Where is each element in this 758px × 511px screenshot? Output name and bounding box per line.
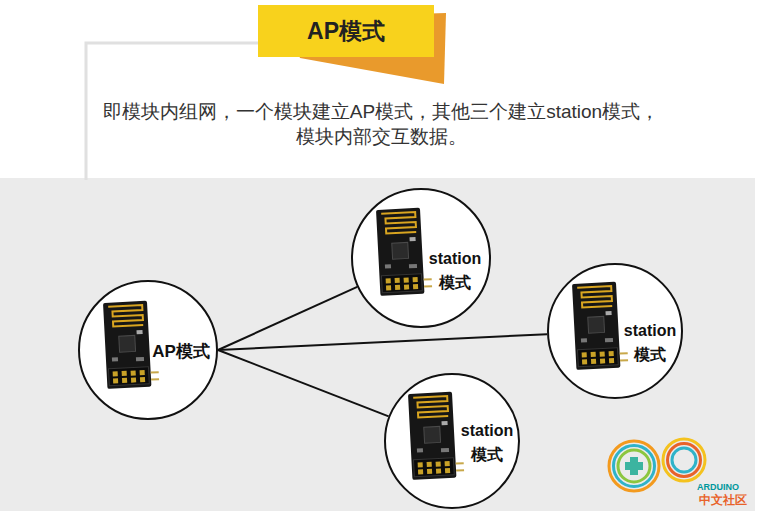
wifi-module <box>376 207 432 296</box>
link-line <box>218 350 389 416</box>
circle-outline <box>79 281 217 419</box>
node-text-box: station 模式 <box>456 419 518 467</box>
station-node: station 模式 <box>384 373 520 509</box>
title-banner <box>258 5 434 57</box>
wifi-module <box>408 391 464 480</box>
wifi-module <box>572 281 628 370</box>
station-label: station 模式 <box>456 419 518 467</box>
grey-ground <box>0 178 755 511</box>
circle-outline <box>352 189 490 327</box>
station-node: station 模式 <box>351 188 491 328</box>
ap-node: AP模式 <box>78 280 218 420</box>
description-text: 即模块内组网，一个模块建立AP模式，其他三个建立station模式， 模块内部交… <box>81 99 681 149</box>
circle-outline <box>385 374 519 508</box>
wifi-module <box>103 300 159 389</box>
watermark-text: ARDUINO <box>697 482 739 493</box>
node-text-box: station 模式 <box>619 319 681 367</box>
watermark-text: 中文社区 <box>699 493 747 507</box>
station-node: station 模式 <box>547 263 683 399</box>
station-label: station 模式 <box>424 247 486 295</box>
link-line <box>218 287 357 350</box>
circle-outline <box>548 264 682 398</box>
station-label: station 模式 <box>619 319 681 367</box>
ap-label: AP模式 <box>152 340 210 364</box>
watermark-logo <box>609 439 705 491</box>
node-circle <box>384 373 520 509</box>
link-line <box>218 334 547 350</box>
title-text: AP模式 <box>258 5 434 57</box>
node-text-box: station 模式 <box>424 247 486 295</box>
node-text-box: AP模式 <box>152 340 210 364</box>
